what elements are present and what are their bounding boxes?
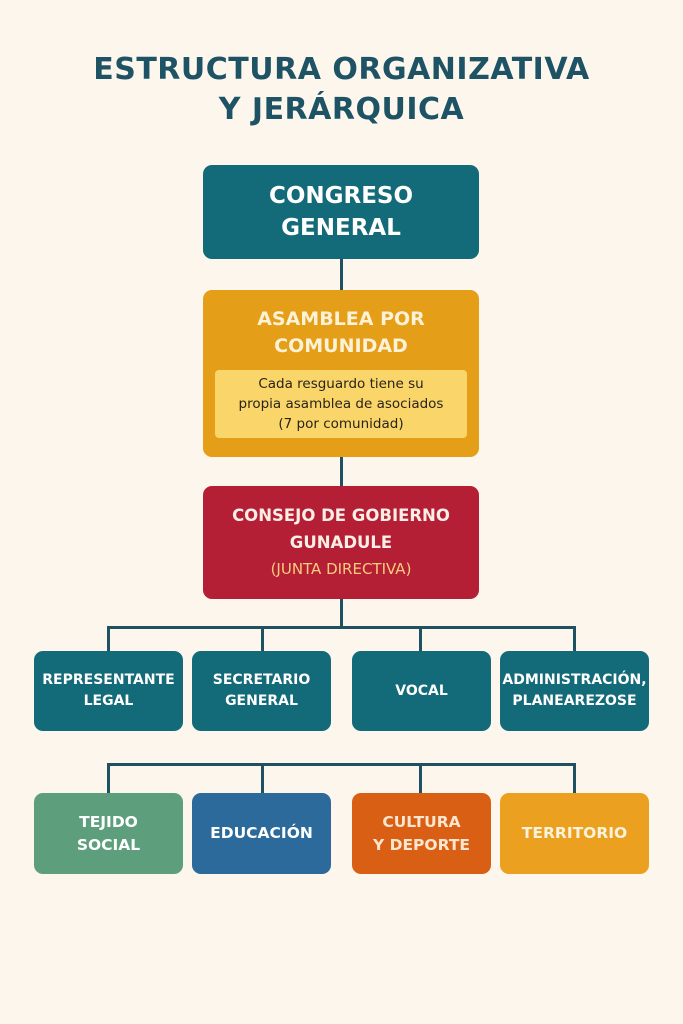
role-vocal: VOCAL [352, 651, 491, 731]
area-3-line-2: Y DEPORTE [372, 835, 470, 854]
title-line-1: ESTRUCTURA ORGANIZATIVA [93, 52, 590, 87]
title-line-2: Y JERÁRQUICA [218, 92, 465, 127]
area-1-line-1: TEJIDO [79, 812, 138, 831]
asamblea-line-1: ASAMBLEA POR [257, 308, 425, 330]
role-secretario-general: SECRETARIO GENERAL [192, 651, 331, 731]
consejo-line-2: GUNADULE [289, 533, 393, 552]
connector-area-2 [261, 763, 264, 793]
connector-areas-bar [107, 763, 576, 766]
role-2-line-1: SECRETARIO [212, 672, 311, 688]
connector-role-3 [419, 626, 422, 651]
role-2-line-2: GENERAL [225, 693, 298, 709]
consejo-line-3: (JUNTA DIRECTIVA) [270, 560, 412, 578]
connector-consejo-stem [340, 598, 343, 627]
congreso-line-2: GENERAL [281, 215, 401, 241]
area-1-line-2: SOCIAL [76, 835, 141, 854]
note-line-2: propia asamblea de asociados [238, 396, 444, 412]
page-title: ESTRUCTURA ORGANIZATIVA Y JERÁRQUICA [0, 50, 683, 130]
connector-area-3 [419, 763, 422, 793]
area-tejido-social: TEJIDO SOCIAL [34, 793, 183, 874]
consejo-box: CONSEJO DE GOBIERNO GUNADULE (JUNTA DIRE… [203, 486, 479, 599]
area-3-line-1: CULTURA [382, 812, 461, 831]
connector-role-2 [261, 626, 264, 651]
connector-asamblea-consejo [340, 456, 343, 486]
note-line-3: (7 por comunidad) [278, 416, 404, 432]
area-educacion: EDUCACIÓN [192, 793, 331, 874]
area-territorio: TERRITORIO [500, 793, 649, 874]
role-4-line-1: ADMINISTRACIÓN, [502, 672, 647, 688]
role-3-line-1: VOCAL [395, 682, 448, 699]
consejo-line-1: CONSEJO DE GOBIERNO [232, 506, 450, 525]
connector-role-1 [107, 626, 110, 651]
connector-role-4 [573, 626, 576, 651]
area-cultura-deporte: CULTURA Y DEPORTE [352, 793, 491, 874]
role-1-line-1: REPRESENTANTE [42, 672, 175, 688]
connector-roles-bar [107, 626, 576, 629]
role-representante-legal: REPRESENTANTE LEGAL [34, 651, 183, 731]
area-4-line-1: TERRITORIO [521, 824, 628, 842]
congreso-general-box: CONGRESO GENERAL [203, 165, 479, 259]
asamblea-box: ASAMBLEA POR COMUNIDAD Cada resguardo ti… [203, 290, 479, 457]
asamblea-note: Cada resguardo tiene su propia asamblea … [215, 370, 467, 438]
role-administracion: ADMINISTRACIÓN, PLANEAREZOSE [500, 651, 649, 731]
congreso-line-1: CONGRESO [268, 183, 414, 209]
area-2-line-1: EDUCACIÓN [210, 824, 313, 842]
connector-area-4 [573, 763, 576, 793]
role-4-line-2: PLANEAREZOSE [512, 693, 637, 709]
note-line-1: Cada resguardo tiene su [258, 376, 424, 392]
connector-congreso-asamblea [340, 258, 343, 291]
asamblea-line-2: COMUNIDAD [274, 335, 408, 357]
role-1-line-2: LEGAL [83, 693, 134, 709]
connector-area-1 [107, 763, 110, 793]
